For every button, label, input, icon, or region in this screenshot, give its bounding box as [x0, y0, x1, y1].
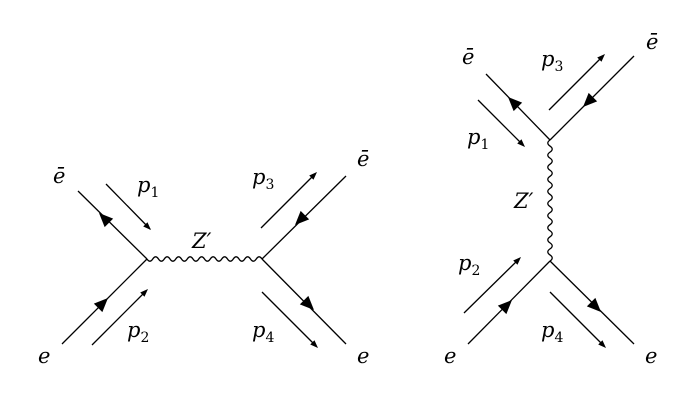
s-label-p2: p2: [127, 318, 149, 346]
s-label-ebar-in: ē: [53, 164, 65, 188]
s-momentum-arrow-p3: [260, 173, 316, 229]
s-momentum-arrow-p4: [261, 291, 317, 347]
s-label-p1: p1: [137, 173, 159, 201]
t-zprime-propagator: [547, 139, 553, 262]
s-label-p3: p3: [252, 165, 274, 193]
t-label-p4: p4: [541, 318, 563, 346]
t-label-ebar-in: ē: [462, 45, 474, 69]
s-momentum-head-p1: [143, 222, 151, 230]
diagram-s-channel: e ē ē e Z′ p1 p2 p3 p4: [38, 147, 369, 368]
t-arrow-ebar-in: [508, 97, 523, 112]
s-momentum-head-p3: [309, 172, 317, 180]
s-zprime-propagator: [146, 256, 263, 262]
s-momentum-arrow-p1: [105, 183, 151, 230]
t-label-ebar-out: ē: [646, 30, 658, 54]
s-arrow-e-in: [93, 298, 108, 313]
t-arrow-e-in: [497, 300, 512, 315]
s-arrow-e-out: [299, 295, 314, 310]
s-momentum-arrow-p2: [91, 290, 147, 346]
t-label-p1: p1: [467, 125, 489, 153]
t-fermion-line-ebar-in: [485, 73, 551, 141]
t-label-p2: p2: [458, 251, 480, 279]
t-momentum-head-p2: [513, 257, 521, 265]
t-momentum-head-p3: [597, 54, 605, 62]
t-momentum-arrow-p2: [463, 258, 520, 314]
s-arrow-ebar-in: [99, 213, 114, 228]
s-label-e-in: e: [38, 344, 50, 368]
t-momentum-arrow-p1: [477, 99, 524, 146]
s-label-zprime: Z′: [191, 229, 212, 253]
s-label-e-out: e: [357, 344, 369, 368]
t-label-e-out: e: [645, 344, 657, 368]
t-momentum-arrow-p4: [549, 291, 605, 347]
s-label-ebar-out: ē: [357, 147, 369, 171]
s-label-p4: p4: [252, 318, 274, 346]
t-label-p3: p3: [541, 47, 563, 75]
t-label-e-in: e: [444, 344, 456, 368]
s-fermion-line-ebar-in: [77, 190, 148, 260]
s-arrow-ebar-out: [295, 210, 310, 225]
t-momentum-head-p1: [517, 139, 525, 147]
t-momentum-head-p4: [598, 340, 606, 348]
t-label-zprime: Z′: [513, 189, 534, 213]
diagram-t-channel: ē ē e e Z′ p1 p2 p3 p4: [444, 30, 658, 368]
s-momentum-head-p2: [140, 289, 148, 297]
t-arrow-ebar-out: [583, 92, 598, 107]
t-arrow-e-out: [586, 297, 601, 312]
s-momentum-head-p4: [310, 340, 318, 348]
t-momentum-arrow-p3: [548, 55, 604, 111]
